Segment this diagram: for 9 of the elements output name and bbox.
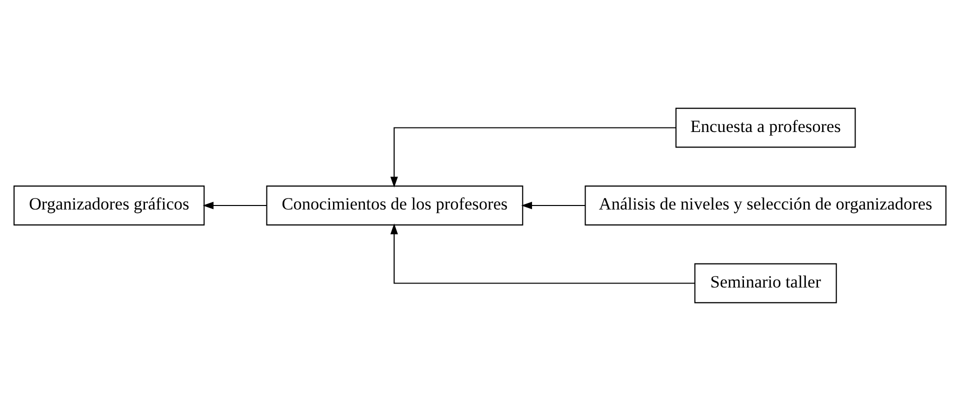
node-box: Análisis de niveles y selección de organizadores (584, 185, 946, 225)
arrow (521, 201, 586, 209)
arrow (390, 126, 676, 188)
node-box: Seminario taller (694, 262, 837, 303)
node-box: Conocimientos de los profesores (266, 185, 524, 225)
node-box: Encuesta a profesores (675, 107, 856, 148)
arrow (390, 222, 695, 284)
node-box: Organizadores gráficos (14, 185, 205, 225)
arrow (202, 201, 267, 209)
